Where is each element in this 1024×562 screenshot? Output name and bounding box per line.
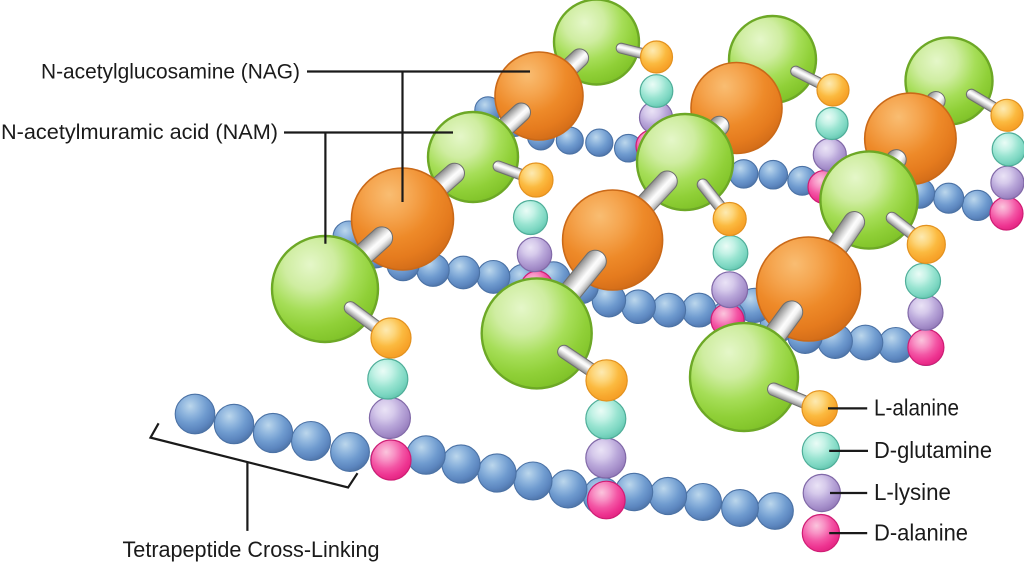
svg-text:L-lysine: L-lysine xyxy=(874,479,951,505)
svg-text:N-acetylglucosamine (NAG): N-acetylglucosamine (NAG) xyxy=(41,61,300,84)
svg-text:N-acetylmuramic acid (NAM): N-acetylmuramic acid (NAM) xyxy=(1,121,278,144)
svg-text:Tetrapeptide Cross-Linking: Tetrapeptide Cross-Linking xyxy=(123,537,380,562)
svg-text:D-glutamine: D-glutamine xyxy=(874,437,992,463)
svg-text:L-alanine: L-alanine xyxy=(874,395,959,421)
svg-text:D-alanine: D-alanine xyxy=(874,519,968,545)
